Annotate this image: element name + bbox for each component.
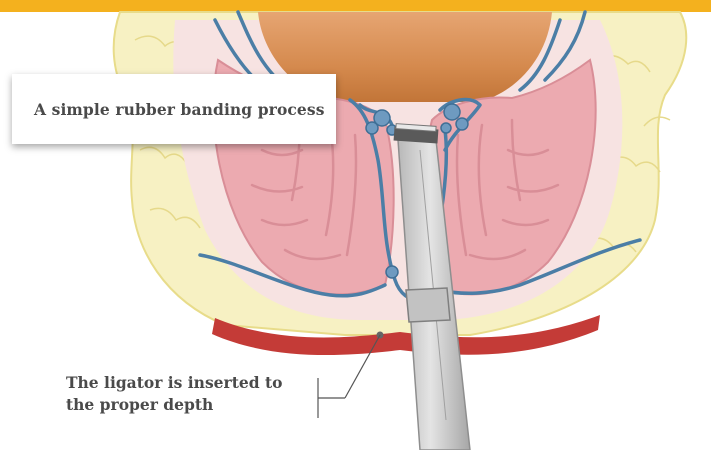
header-bar	[0, 0, 711, 12]
caption-line-1: The ligator is inserted to	[66, 372, 316, 394]
caption: The ligator is inserted to the proper de…	[66, 372, 316, 416]
title-card: A simple rubber banding process	[12, 74, 336, 144]
title-text: A simple rubber banding process	[34, 100, 325, 119]
caption-line-2: the proper depth	[66, 394, 316, 416]
